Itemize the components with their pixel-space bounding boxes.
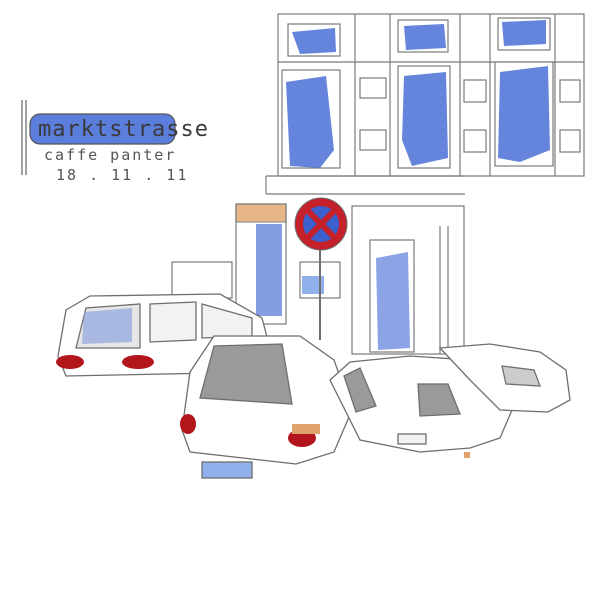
no-stopping-sign-icon <box>294 197 348 340</box>
caption-date: 18 . 11 . 11 <box>56 166 188 184</box>
street-sign: marktstrasse <box>21 100 209 175</box>
building <box>265 13 585 355</box>
car-right <box>329 343 571 458</box>
street-sign-label: marktstrasse <box>38 117 209 142</box>
caption-place: caffe panter <box>44 146 176 164</box>
window-washes <box>286 20 550 350</box>
car-center <box>180 335 353 479</box>
columns <box>171 203 341 325</box>
